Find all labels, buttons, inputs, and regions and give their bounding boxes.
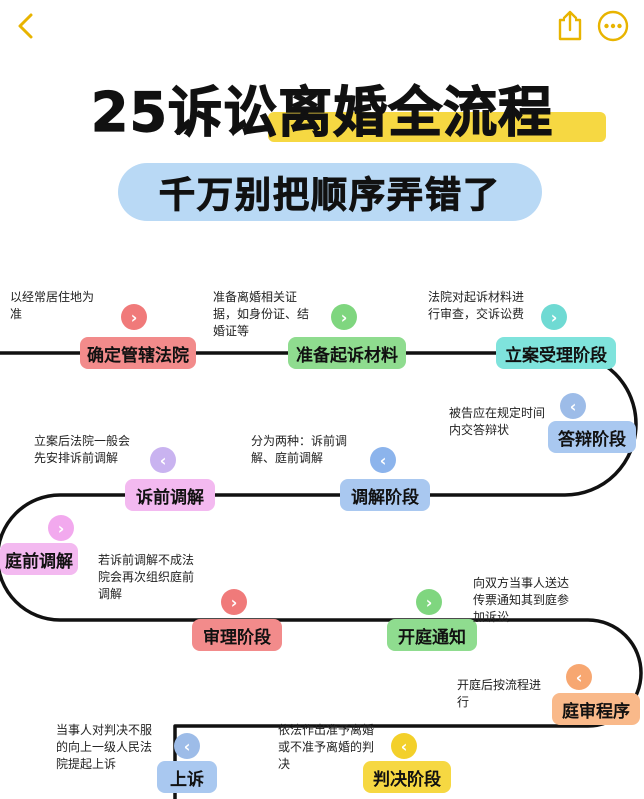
- step-12-note: 当事人对判决不服的向上一级人民法院提起上诉: [56, 723, 153, 771]
- more-options-icon[interactable]: [597, 10, 629, 42]
- step-7-box: 庭前调解: [0, 543, 78, 575]
- step-11-box: 判决阶段: [363, 761, 451, 793]
- step-10-arrow-icon: ‹: [566, 664, 592, 690]
- step-12-arrow-icon: ‹: [174, 733, 200, 759]
- step-6-arrow-icon: ‹: [150, 447, 176, 473]
- step-10-box: 庭审程序: [552, 693, 640, 725]
- step-10-label: 庭审程序: [562, 701, 630, 722]
- subtitle-pill: 千万别把顺序弄错了: [118, 163, 542, 221]
- title-highlight: [268, 112, 606, 142]
- step-11-note: 依法作出准予离婚或不准予离婚的判决: [278, 723, 375, 771]
- back-chevron-icon[interactable]: [12, 12, 40, 40]
- step-1-box: 确定管辖法院: [80, 337, 196, 369]
- step-11-arrow-icon: ‹: [391, 733, 417, 759]
- step-2-box: 准备起诉材料: [288, 337, 406, 369]
- share-icon[interactable]: [555, 10, 585, 42]
- title-part-1: 25诉讼离婚: [90, 80, 389, 144]
- step-6-note: 立案后法院一般会先安排诉前调解: [34, 434, 131, 465]
- page-title: 25诉讼离婚全流程: [0, 78, 644, 148]
- step-8-arrow-icon: ›: [221, 589, 247, 615]
- step-3-arrow-icon: ›: [541, 304, 567, 330]
- step-3-label: 立案受理阶段: [505, 345, 607, 366]
- step-8-box: 审理阶段: [192, 619, 282, 651]
- step-7-arrow-icon: ›: [48, 515, 74, 541]
- step-9-label: 开庭通知: [398, 627, 466, 648]
- step-4-note: 被告应在规定时间内交答辩状: [449, 406, 546, 437]
- step-5-arrow-icon: ‹: [370, 447, 396, 473]
- step-4-label: 答辩阶段: [558, 429, 626, 450]
- step-6-label: 诉前调解: [136, 487, 204, 508]
- step-9-box: 开庭通知: [387, 619, 477, 651]
- step-3-box: 立案受理阶段: [496, 337, 616, 369]
- step-2-note: 准备离婚相关证据，如身份证、结婚证等: [213, 290, 310, 338]
- step-3-note: 法院对起诉材料进行审查，交诉讼费: [428, 290, 525, 321]
- step-2-arrow-icon: ›: [331, 304, 357, 330]
- step-1-arrow-icon: ›: [121, 304, 147, 330]
- step-9-arrow-icon: ›: [416, 589, 442, 615]
- subtitle-text: 千万别把顺序弄错了: [158, 175, 501, 217]
- step-6-box: 诉前调解: [125, 479, 215, 511]
- step-12-label: 上诉: [170, 769, 204, 790]
- step-1-label: 确定管辖法院: [87, 345, 189, 366]
- step-1-note: 以经常居住地为准: [10, 290, 95, 321]
- title-part-2: 全流程: [387, 80, 554, 144]
- step-4-box: 答辩阶段: [548, 421, 636, 453]
- step-5-note: 分为两种：诉前调解、庭前调解: [251, 434, 348, 465]
- step-11-label: 判决阶段: [373, 769, 441, 790]
- step-5-label: 调解阶段: [351, 487, 419, 508]
- step-2-label: 准备起诉材料: [296, 345, 398, 366]
- step-5-box: 调解阶段: [340, 479, 430, 511]
- step-10-note: 开庭后按流程进行: [457, 678, 542, 709]
- step-4-arrow-icon: ‹: [560, 393, 586, 419]
- step-7-note: 若诉前调解不成法院会再次组织庭前调解: [98, 553, 195, 601]
- step-8-label: 审理阶段: [203, 627, 271, 648]
- step-9-note: 向双方当事人送达传票通知其到庭参加诉讼: [473, 576, 570, 624]
- step-7-label: 庭前调解: [5, 551, 73, 572]
- step-12-box: 上诉: [157, 761, 217, 793]
